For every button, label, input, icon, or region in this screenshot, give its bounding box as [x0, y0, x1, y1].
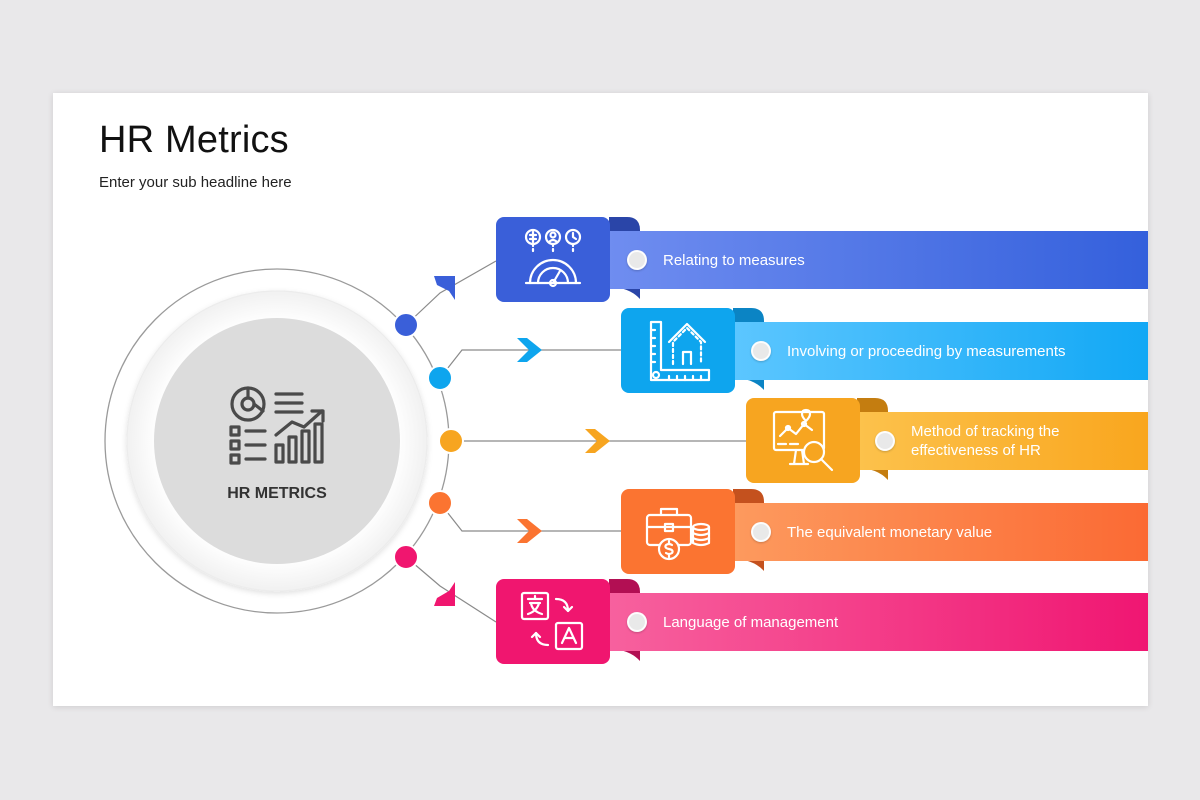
- monitor-search-icon: [772, 408, 834, 471]
- bullet-dot: [875, 431, 895, 451]
- slide-subtitle: Enter your sub headline here: [99, 174, 292, 191]
- hub-node-dot: [427, 490, 453, 516]
- bullet-dot: [751, 522, 771, 542]
- measuring-ruler-icon: [649, 320, 711, 381]
- briefcase-money-icon: [645, 507, 711, 560]
- band-background: [733, 503, 1148, 561]
- item-4-text: The equivalent monetary value: [787, 523, 993, 541]
- arrow-up-right-icon: [434, 276, 455, 300]
- item-5-band: Language of management: [609, 593, 1148, 651]
- central-hub: [104, 268, 450, 614]
- band-background: [733, 322, 1148, 380]
- hub-node-dot: [393, 312, 419, 338]
- slide-title: HR Metrics: [99, 119, 289, 161]
- item-2-text: Involving or proceeding by measurements: [787, 342, 1066, 360]
- item-4-tile: [621, 489, 735, 574]
- chevron-right-icon: [517, 338, 542, 362]
- item-3-text: Method of tracking the effectiveness of …: [911, 423, 1060, 459]
- hub-node-dot: [393, 544, 419, 570]
- center-label: HR METRICS: [227, 485, 327, 502]
- hub-node-dot: [427, 365, 453, 391]
- item-5-text: Language of management: [663, 613, 839, 631]
- hr-metrics-dashboard-icon: [229, 386, 325, 465]
- band-background: [609, 231, 1148, 289]
- language-translate-icon: [520, 591, 584, 650]
- slide: HR Metrics Enter your sub headline here: [53, 93, 1148, 706]
- bullet-dot: [751, 341, 771, 361]
- diagram-graphics: [104, 217, 1148, 661]
- item-5-tile: [496, 579, 610, 664]
- item-1-tile: [496, 217, 610, 302]
- item-4-band: The equivalent monetary value: [733, 503, 1148, 561]
- band-background: [857, 412, 1148, 470]
- bullet-dot: [627, 250, 647, 270]
- band-background: [609, 593, 1148, 651]
- item-3-band: Method of tracking the effectiveness of …: [857, 412, 1148, 470]
- item-2-band: Involving or proceeding by measurements: [733, 322, 1148, 380]
- item-1-band: Relating to measures: [609, 231, 1148, 289]
- performance-gauge-icon: [524, 228, 582, 287]
- hub-node-dot: [438, 428, 464, 454]
- item-1-text: Relating to measures: [663, 251, 805, 269]
- arrow-down-right-icon: [434, 582, 455, 606]
- item-3-tile: [746, 398, 860, 483]
- chevron-right-icon: [517, 519, 542, 543]
- hub-node-dots: [393, 312, 464, 570]
- item-2-tile: [621, 308, 735, 393]
- chevron-right-icon: [585, 429, 610, 453]
- bullet-dot: [627, 612, 647, 632]
